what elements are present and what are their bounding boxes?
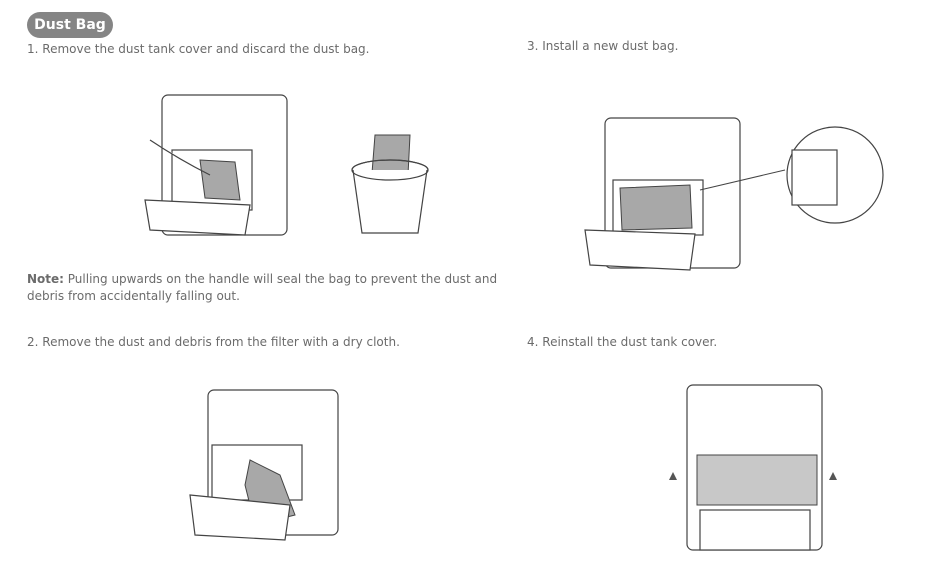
illustration-install-bag [584, 117, 884, 271]
step-4-text: 4. Reinstall the dust tank cover. [527, 335, 718, 349]
note-text: Note: Pulling upwards on the handle will… [27, 271, 507, 305]
illustration-reinstall-cover [669, 384, 837, 551]
note-label: Note: [27, 272, 64, 286]
arrow-up-icon [669, 472, 677, 480]
step-2-text: 2. Remove the dust and debris from the f… [27, 335, 400, 349]
section-title-badge: Dust Bag [27, 12, 113, 38]
illustration-clean-filter [189, 389, 339, 541]
arrow-up-icon [829, 472, 837, 480]
step-1-text: 1. Remove the dust tank cover and discar… [27, 42, 370, 56]
illustration-remove-bag [144, 94, 288, 236]
illustration-bin [351, 134, 429, 234]
step-3-text: 3. Install a new dust bag. [527, 39, 679, 53]
note-body: Pulling upwards on the handle will seal … [27, 272, 498, 303]
